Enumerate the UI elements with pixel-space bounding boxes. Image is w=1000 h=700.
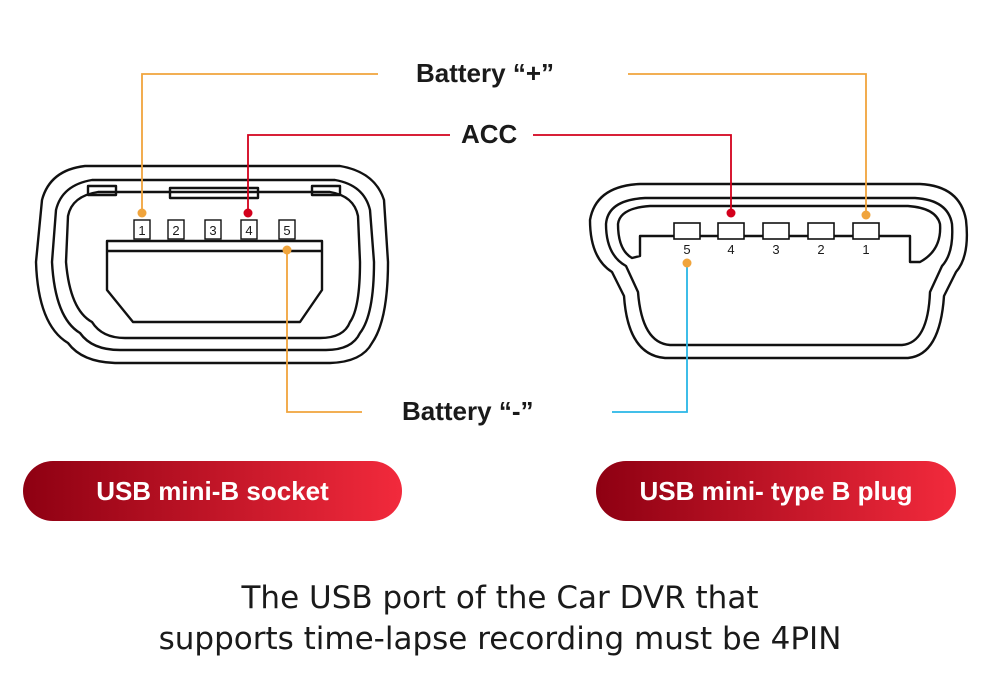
plug-pin-number: 1 [862, 242, 869, 257]
battery-minus-leader-plug [612, 263, 688, 413]
socket-inner-shell [50, 178, 376, 352]
acc-label: ACC [461, 119, 518, 149]
socket-top-tab [168, 186, 260, 200]
acc-dot [726, 208, 736, 218]
battery-plus-dot [861, 210, 871, 220]
plug-pin-numbers: 5 4 3 2 1 [683, 242, 869, 257]
plug-inner-shell [604, 196, 954, 347]
battery-plus-leader-plug [628, 73, 867, 216]
socket-outer-shell [34, 164, 390, 365]
socket-pin-number: 5 [283, 223, 290, 238]
socket-pin [204, 219, 222, 240]
socket-pin-numbers: 1 2 3 4 5 [138, 223, 290, 238]
socket-pin-number: 1 [138, 223, 145, 238]
socket-label: USB mini-B socket [96, 475, 329, 506]
plug-cavity [616, 204, 942, 264]
socket-label-pill: USB mini-B socket [23, 461, 402, 521]
plug-pin [717, 222, 745, 240]
plug-pin-number: 4 [727, 242, 734, 257]
usb-mini-b-plug-drawing [588, 182, 969, 360]
socket-cavity [64, 190, 362, 340]
plug-label-pill: USB mini- type B plug [596, 461, 956, 521]
battery-minus-leader-socket [286, 250, 362, 413]
socket-pin [240, 219, 258, 240]
plug-pin-number: 3 [772, 242, 779, 257]
socket-pin-number: 3 [209, 223, 216, 238]
battery-minus-dot [682, 258, 692, 268]
acc-leader-socket [247, 134, 450, 214]
plug-label: USB mini- type B plug [639, 475, 913, 506]
socket-pins [133, 219, 296, 240]
socket-tongue [105, 239, 324, 324]
battery-minus-label: Battery “-” [402, 396, 534, 426]
acc-leader-plug [533, 134, 732, 212]
battery-minus-dot [282, 245, 292, 255]
plug-pins [673, 222, 880, 240]
caption-line-2: supports time-lapse recording must be 4P… [158, 621, 842, 657]
socket-pin-number: 4 [245, 223, 252, 238]
socket-pin [133, 219, 151, 240]
battery-plus-label: Battery “+” [416, 58, 554, 88]
plug-pin-number: 5 [683, 242, 690, 257]
socket-pin [167, 219, 185, 240]
plug-pin [807, 222, 835, 240]
plug-pin [852, 222, 880, 240]
socket-pin-number: 2 [172, 223, 179, 238]
acc-dot [243, 208, 253, 218]
plug-pin-number: 2 [817, 242, 824, 257]
socket-right-notch [310, 184, 342, 197]
socket-left-notch [86, 184, 118, 197]
plug-pin [762, 222, 790, 240]
plug-outer-shell [588, 182, 969, 360]
usb-mini-b-socket-drawing [34, 164, 390, 365]
caption-line-1: The USB port of the Car DVR that [241, 580, 759, 616]
socket-pin [278, 219, 296, 240]
plug-pin [673, 222, 701, 240]
battery-plus-dot [137, 208, 147, 218]
battery-plus-leader-socket [141, 73, 378, 214]
